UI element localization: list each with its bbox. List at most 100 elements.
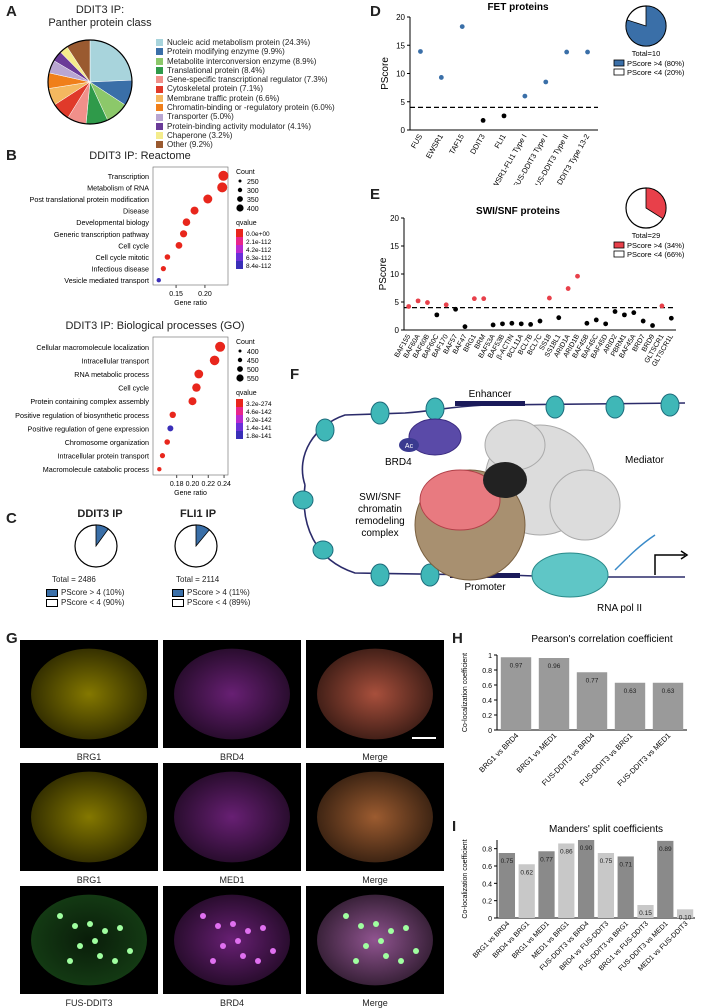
xtick-label-2: TAF15 [447, 133, 466, 157]
point-23 [622, 312, 627, 318]
micro-image-1-1 [163, 763, 301, 871]
point-8 [481, 296, 487, 302]
micro-image-2-0 [20, 886, 158, 994]
point-4 [443, 302, 449, 308]
count-legend-label-3: 550 [247, 376, 259, 383]
panelA-title-line1: DDIT3 IP: [75, 4, 125, 16]
term-dot-4 [182, 218, 191, 226]
ytick-label-2: 10 [390, 270, 399, 279]
count-legend-dot-2 [237, 366, 243, 372]
panelE-swisnf-scatter: 05101520PScoreBAF155BAF60ABAF60BBAF60CBA… [378, 187, 685, 368]
qvalue-label-3: 1.4e-141 [246, 425, 272, 432]
micro-caption-2-1: BRD4 [219, 998, 244, 1008]
micro-image-1-0 [20, 763, 158, 871]
puncta-4 [260, 925, 266, 931]
term-dot-2 [194, 369, 204, 379]
term-label-6: Cell cycle [118, 241, 149, 250]
ytick-label-3: 15 [390, 242, 399, 251]
count-legend-label-2: 350 [247, 197, 259, 204]
pie-legend-label-0: PScore > 4 (10%) [61, 588, 125, 597]
count-legend-label-0: 400 [247, 349, 259, 356]
inset-pie-total: Total=29 [632, 231, 661, 240]
bar-value-9: 0.10 [679, 914, 692, 921]
legend-label-4: Gene-specific transcriptional regulator … [167, 75, 328, 85]
term-dot-1 [209, 355, 220, 366]
panelC-fli1-total: Total = 2114 [176, 575, 220, 584]
term-dot-0 [218, 170, 229, 181]
puncta-7 [112, 958, 118, 964]
qvalue-swatch-4 [236, 261, 243, 269]
point-3 [480, 117, 486, 123]
micro-image-2-2 [306, 886, 444, 994]
ytick-label-1: 0.2 [482, 713, 492, 720]
point-27 [659, 303, 665, 309]
point-6 [543, 79, 549, 85]
legend-row-7: Chromatin-binding or -regulatory protein… [156, 103, 366, 112]
micro-caption-0-0: BRG1 [76, 752, 102, 762]
legend-swatch-9 [156, 122, 163, 130]
legend-row-8: Transporter (5.0%) [156, 112, 366, 121]
bar-3 [558, 843, 575, 918]
puncta-4 [117, 925, 123, 931]
panelC-ddit3-pie [74, 524, 118, 568]
puncta-8 [127, 948, 133, 954]
ytick-label-1: 0.2 [482, 899, 492, 906]
puncta-10 [92, 938, 98, 944]
enhancer-region [455, 401, 525, 406]
point-26 [650, 323, 655, 328]
point-5 [453, 306, 458, 312]
panelC-ddit3-legend: PScore > 4 (10%)PScore < 4 (90%) [46, 588, 156, 608]
inset-pie-slice [645, 187, 667, 220]
qvalue-label-0: 0.0e+00 [246, 231, 270, 238]
point-2 [425, 300, 430, 305]
legend-label-5: Cytoskeletal protein (7.1%) [167, 84, 264, 94]
nucleus [31, 648, 147, 740]
term-dot-0 [215, 341, 226, 352]
term-label-1: Intracellular transport [81, 356, 149, 365]
term-dot-7 [164, 254, 171, 260]
inset-legend-label-0: PScore >4 (34%) [627, 241, 685, 250]
pie-legend-swatch-0 [172, 589, 184, 597]
count-legend-dot-2 [237, 196, 243, 202]
legend-row-9: Protein-binding activity modulator (4.1%… [156, 122, 366, 131]
bar-0 [500, 657, 532, 730]
panel-label-i: I [452, 818, 457, 835]
point-14 [537, 318, 543, 324]
panelA-title-line2: Panther protein class [48, 17, 152, 29]
count-legend-dot-1 [237, 357, 243, 363]
micro-svg-0-0 [31, 648, 147, 740]
count-legend-dot-0 [238, 349, 242, 353]
micro-caption-0-1: BRD4 [219, 752, 244, 762]
qvalue-swatch-0 [236, 229, 243, 237]
micro-image-1-2 [306, 763, 444, 871]
y-axis-label: Co-localization coefficient [462, 839, 469, 918]
bar-5 [597, 853, 615, 918]
panel-label-g: G [6, 630, 18, 647]
point-8 [585, 49, 590, 55]
qvalue-label-2: 9.2e-142 [246, 417, 272, 424]
rna-pol-ii [531, 552, 609, 598]
micro-svg-0-2 [317, 648, 436, 740]
legend-swatch-0 [156, 39, 163, 47]
pie-legend-swatch-0 [46, 589, 58, 597]
ytick-label-3: 0.6 [482, 683, 492, 690]
puncta-6 [383, 953, 389, 959]
puncta-5 [363, 943, 369, 949]
puncta-9 [210, 958, 216, 964]
bar-9 [676, 909, 694, 918]
point-1 [415, 298, 421, 304]
xtick-label-4: FLI1 [492, 133, 507, 151]
ytick-label-2: 0.4 [482, 698, 492, 705]
point-17 [565, 286, 571, 291]
bar-value-8: 0.89 [659, 846, 672, 853]
bar-7 [637, 905, 654, 918]
qvalue-swatch-3 [236, 423, 243, 431]
micro-caption-2-0: FUS-DDIT3 [65, 998, 113, 1008]
term-dot-5 [169, 411, 176, 418]
count-legend-dot-3 [236, 204, 244, 212]
puncta-7 [398, 958, 404, 964]
legend-swatch-2 [156, 57, 163, 65]
legend-row-6: Membrane traffic protein (6.6%) [156, 94, 366, 103]
y-axis-label: PScore [378, 257, 389, 290]
